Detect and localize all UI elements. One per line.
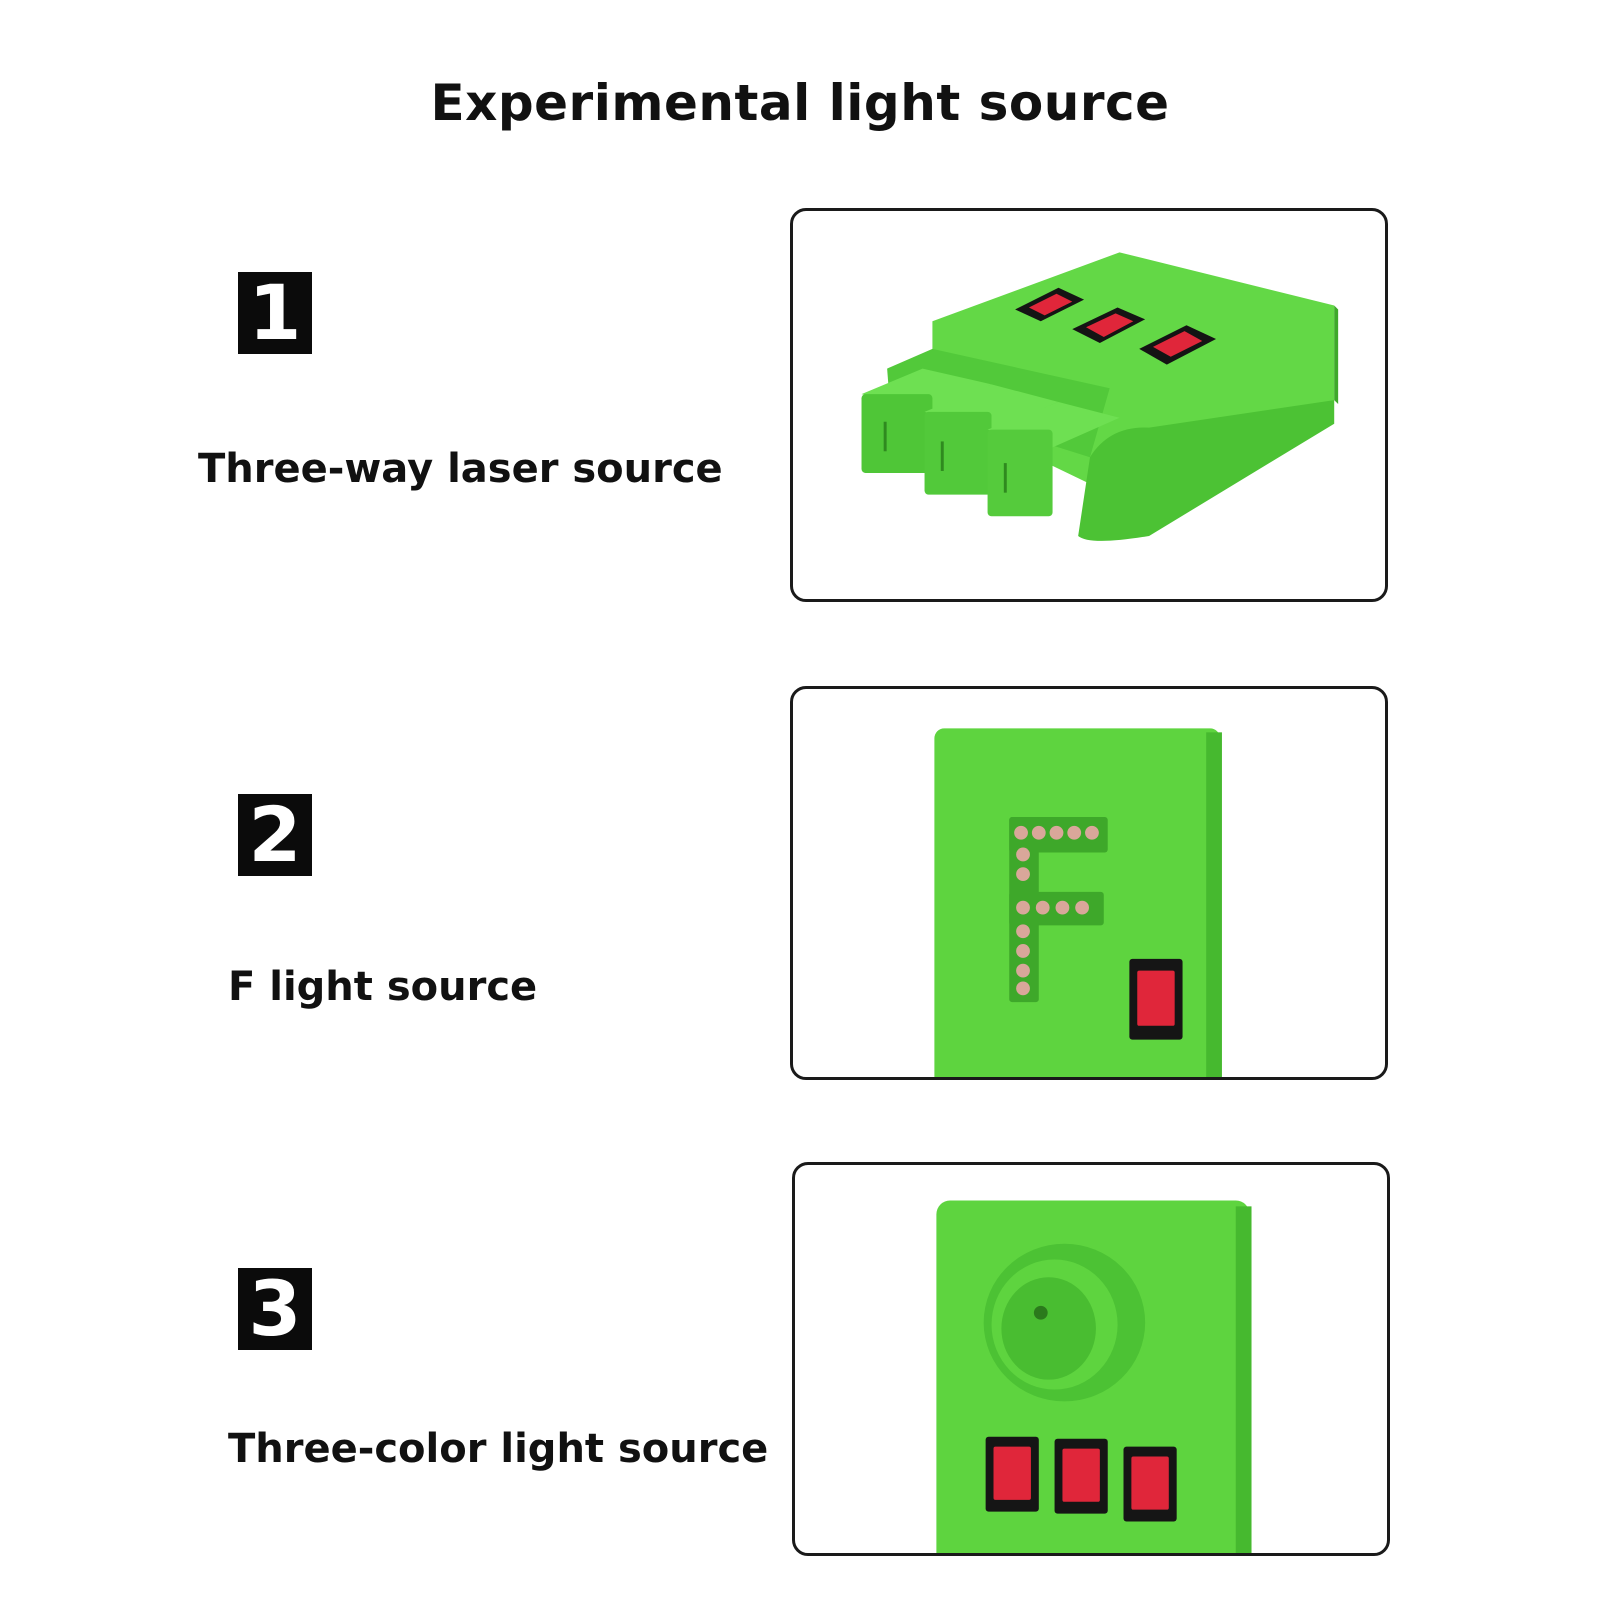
laser-module-2 [924, 384, 1059, 495]
red-switch-3 [1139, 325, 1217, 365]
number-badge-2: 2 [238, 794, 312, 876]
red-switch-2 [1072, 307, 1146, 343]
round-lens-housing [983, 1243, 1146, 1402]
three-way-laser-device-illustration [861, 252, 1339, 541]
page-title: Experimental light source [430, 74, 1170, 132]
laser-module-3 [987, 402, 1120, 517]
f-light-device-illustration [934, 728, 1222, 1077]
f-led-array [1009, 817, 1108, 1003]
red-switch-1 [1015, 287, 1085, 322]
item-label-2: F light source [228, 964, 538, 1010]
photo-f-light-source [790, 686, 1388, 1080]
red-switch [1129, 958, 1183, 1040]
item-label-1: Three-way laser source [198, 446, 723, 492]
three-color-light-device-illustration [936, 1200, 1252, 1553]
number-badge-3: 3 [238, 1268, 312, 1350]
number-badge-1: 1 [238, 272, 312, 354]
red-switch-3 [1123, 1446, 1177, 1522]
photo-three-way-laser-source [790, 208, 1388, 602]
item-label-3: Three-color light source [228, 1426, 769, 1472]
device-side-face [1078, 400, 1335, 541]
red-switch-2 [1054, 1438, 1108, 1514]
photo-three-color-light-source [792, 1162, 1390, 1556]
red-switch-1 [985, 1436, 1039, 1512]
laser-module-1 [861, 368, 992, 473]
